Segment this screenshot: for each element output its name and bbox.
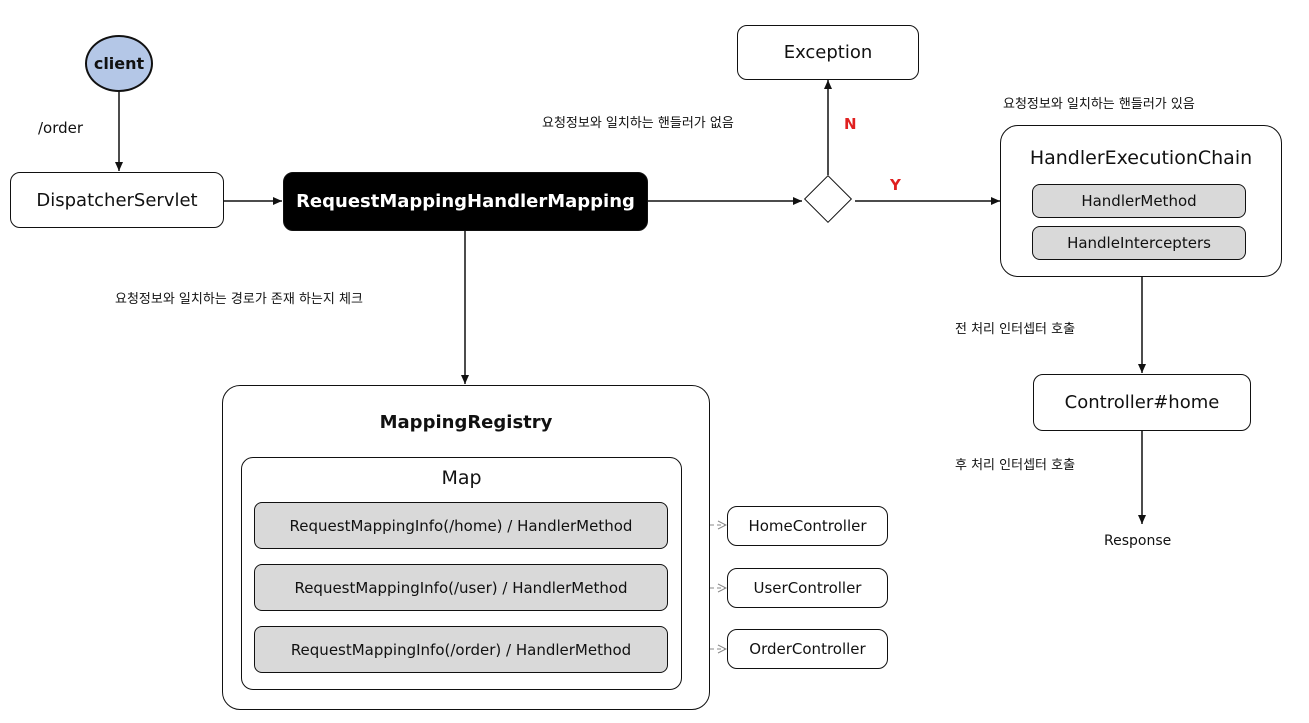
- mapping-entry-home-label: RequestMappingInfo(/home) / HandlerMetho…: [289, 516, 633, 535]
- mapping-entry-home: RequestMappingInfo(/home) / HandlerMetho…: [254, 502, 668, 549]
- order-controller-label: OrderController: [749, 640, 866, 658]
- exception-label: Exception: [783, 42, 873, 63]
- mapping-entry-order-label: RequestMappingInfo(/order) / HandlerMeth…: [290, 640, 632, 659]
- has-handler-label: 요청정보와 일치하는 핸들러가 있음: [1003, 97, 1195, 112]
- order-path-label: /order: [38, 119, 84, 137]
- handle-intercepters-box: HandleIntercepters: [1032, 226, 1246, 260]
- mapping-entry-user-label: RequestMappingInfo(/user) / HandlerMetho…: [294, 578, 628, 597]
- mapping-entry-user: RequestMappingInfo(/user) / HandlerMetho…: [254, 564, 668, 611]
- client-label: client: [93, 54, 145, 73]
- decision-diamond: [803, 174, 853, 224]
- home-controller-node: HomeController: [727, 506, 888, 546]
- map-title: Map: [441, 467, 482, 489]
- mapping-entry-order: RequestMappingInfo(/order) / HandlerMeth…: [254, 626, 668, 673]
- handler-method-label: HandlerMethod: [1081, 192, 1197, 210]
- request-mapping-handler-mapping-node: RequestMappingHandlerMapping: [283, 172, 648, 231]
- response-label: Response: [1104, 533, 1172, 549]
- handler-method-box: HandlerMethod: [1032, 184, 1246, 218]
- user-controller-node: UserController: [727, 568, 888, 608]
- handler-execution-chain-title: HandlerExecutionChain: [1029, 147, 1253, 169]
- no-label: N: [844, 115, 857, 133]
- no-handler-label: 요청정보와 일치하는 핸들러가 없음: [542, 116, 734, 131]
- request-mapping-handler-mapping-label: RequestMappingHandlerMapping: [296, 191, 635, 212]
- controller-home-label: Controller#home: [1064, 392, 1220, 413]
- client-node: client: [85, 35, 153, 92]
- pre-interceptor-label: 전 처리 인터셉터 호출: [955, 322, 1076, 337]
- handle-intercepters-label: HandleIntercepters: [1067, 234, 1211, 252]
- user-controller-label: UserController: [753, 579, 862, 597]
- yes-label: Y: [890, 176, 901, 194]
- controller-home-node: Controller#home: [1033, 374, 1251, 431]
- exception-node: Exception: [737, 25, 919, 80]
- check-path-label: 요청정보와 일치하는 경로가 존재 하는지 체크: [115, 292, 363, 307]
- dispatcher-servlet-node: DispatcherServlet: [10, 172, 224, 228]
- dispatcher-servlet-label: DispatcherServlet: [36, 189, 198, 211]
- order-controller-node: OrderController: [727, 629, 888, 669]
- post-interceptor-label: 후 처리 인터셉터 호출: [955, 458, 1076, 473]
- mapping-registry-title: MappingRegistry: [379, 412, 553, 433]
- home-controller-label: HomeController: [748, 517, 867, 535]
